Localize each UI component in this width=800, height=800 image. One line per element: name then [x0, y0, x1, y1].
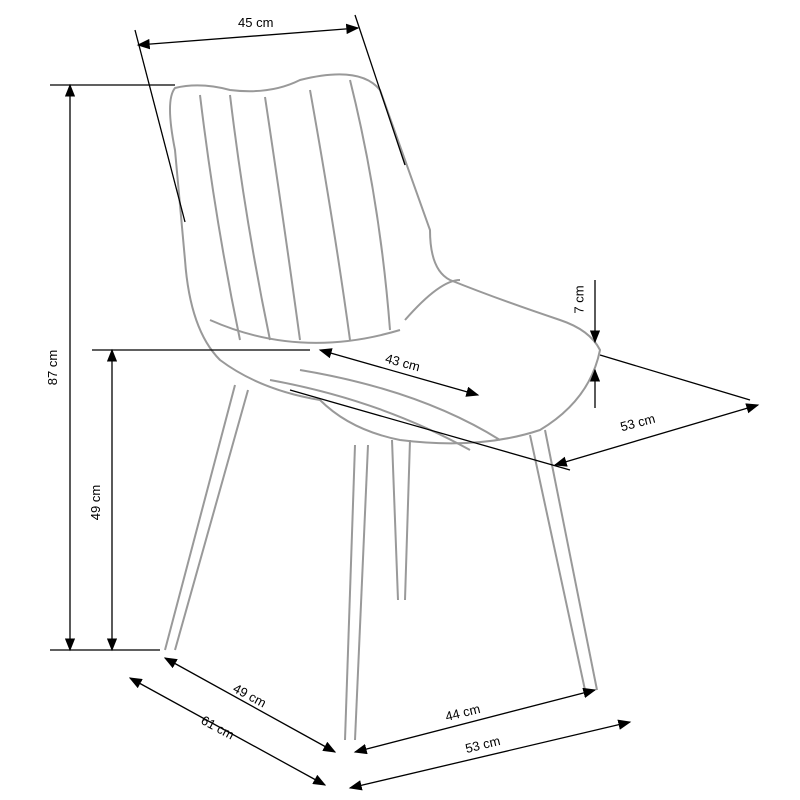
dim-seat-thickness: 7 cm [571, 285, 587, 314]
dim-seat-height: 49 cm [88, 484, 104, 521]
dimension-lines [50, 14, 760, 791]
chair-outline [164, 73, 602, 741]
dim-top-width: 45 cm [238, 15, 274, 30]
dim-total-height: 87 cm [45, 349, 61, 386]
